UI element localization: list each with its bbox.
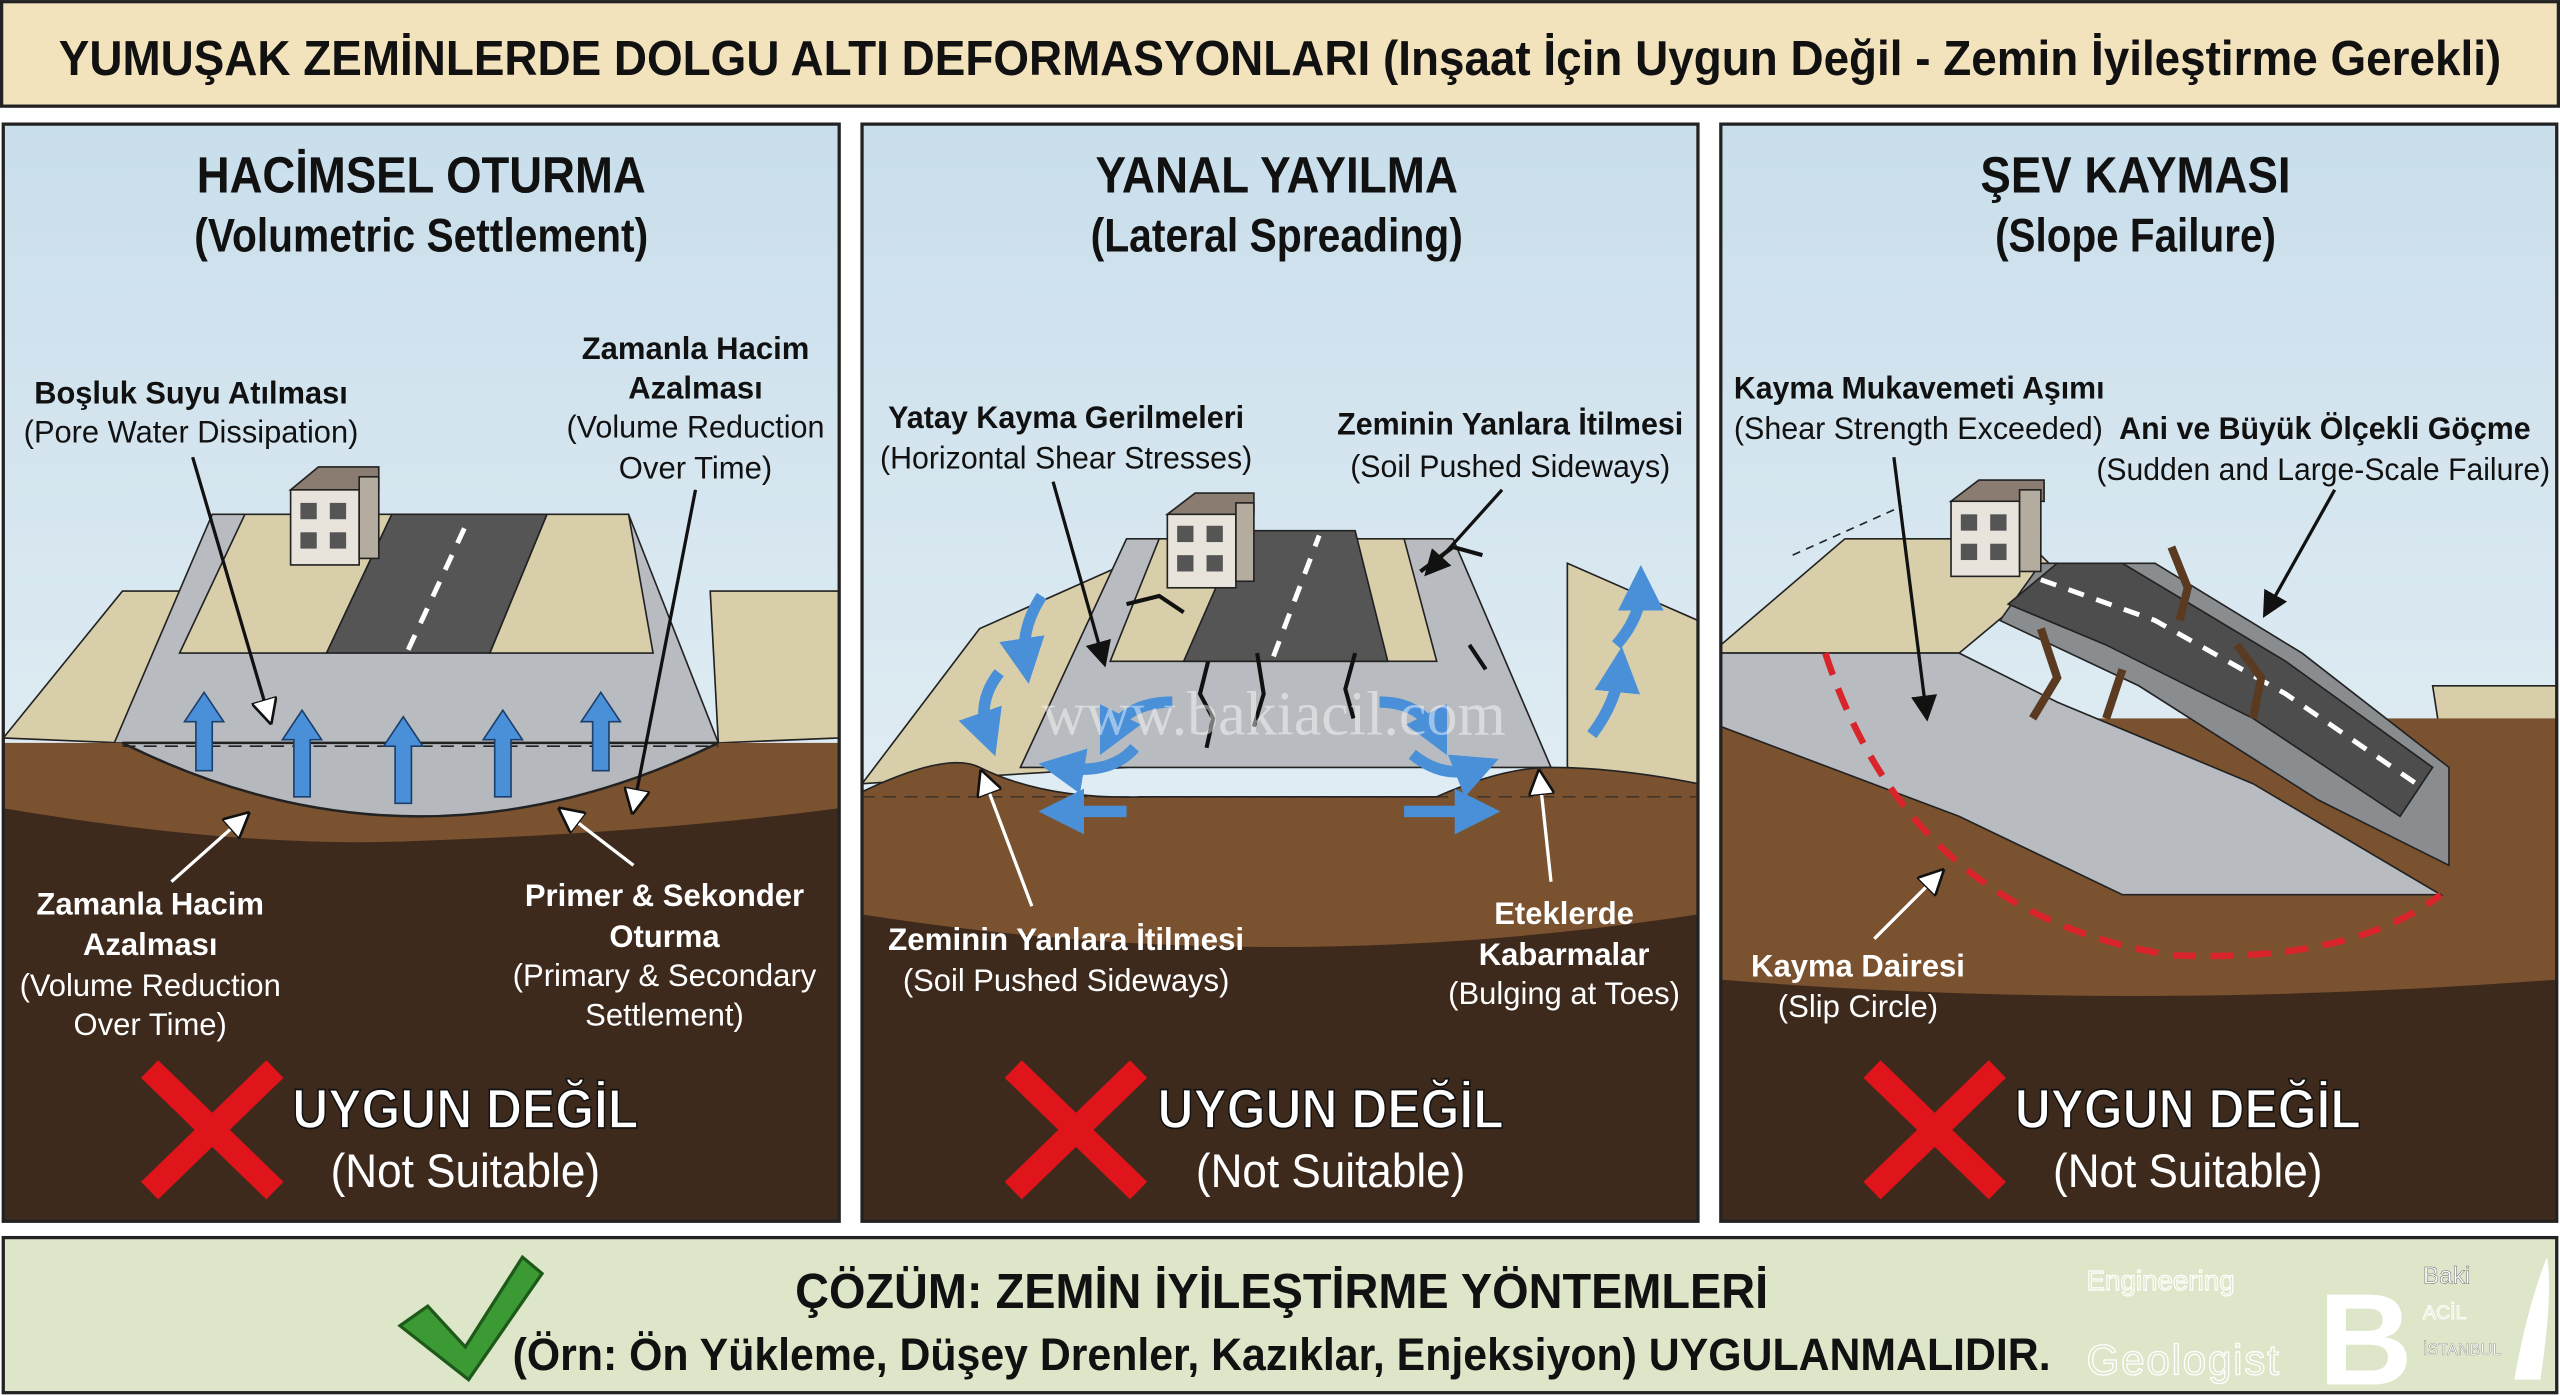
panel-subtitle: (Slope Failure) [1995,209,2276,262]
panel-volumetric-settlement: HACİMSEL OTURMA (Volumetric Settlement) … [1,122,841,1223]
logo-left-text: Engineering [2087,1265,2235,1296]
label-shear-tr: Yatay Kayma Gerilmeleri [888,400,1244,435]
upward-arrows [182,690,622,805]
page-title: YUMUŞAK ZEMİNLERDE DOLGU ALTI DEFORMASYO… [59,32,2501,86]
label-volume-top-tr2: Azalması [628,370,762,405]
solution-text: (Örn: Ön Yükleme, Düşey Drenler, Kazıkla… [513,1329,2051,1380]
label-pore-water-tr: Boşluk Suyu Atılması [34,375,347,410]
logo: Engineering Geologist B Baki ACİL İSTANB… [2086,1257,2550,1396]
panel-subtitle: (Lateral Spreading) [1091,209,1463,262]
road [2006,562,2434,818]
cross-icon [1863,1060,2006,1200]
verdict: UYGUN DEĞİL [2015,1078,2361,1140]
label-volume-top-tr1: Zamanla Hacim [582,331,810,366]
label-primary-en1: (Primary & Secondary [513,958,817,993]
label-push-top-tr: Zeminin Yanlara İtilmesi [1337,406,1683,441]
logo-city: İSTANBUL [2423,1340,2502,1359]
label-shear-en: (Horizontal Shear Stresses) [880,441,1252,476]
solution-title: ÇÖZÜM: ZEMİN İYİLEŞTİRME YÖNTEMLERİ [795,1265,1768,1319]
label-volume-bottom-tr2: Azalması [83,927,217,962]
panel-title: YANAL YAYILMA [1096,147,1458,204]
settlement-bowl [121,741,719,818]
label-strength-en: (Shear Strength Exceeded) [1734,411,2103,446]
panel-title: ŞEV KAYMASI [1980,147,2290,204]
logo-surname: ACİL [2423,1301,2467,1324]
house-icon [1948,479,2045,578]
logo-initial: B [2318,1267,2412,1396]
logo-name: Baki [2423,1262,2471,1289]
label-bulge-tr1: Eteklerde [1494,896,1634,931]
solution-band: ÇÖZÜM: ZEMİN İYİLEŞTİRME YÖNTEMLERİ (Örn… [1,1235,2559,1395]
verdict-en: (Not Suitable) [2053,1145,2322,1198]
label-volume-bottom-en1: (Volume Reduction [20,968,281,1003]
label-volume-top-en1: (Volume Reduction [567,410,825,445]
cracks [2029,545,2266,721]
verdict-en: (Not Suitable) [331,1145,600,1198]
label-bulge-en: (Bulging at Toes) [1448,976,1680,1011]
label-sudden-tr: Ani ve Büyük Ölçekli Göçme [2119,411,2530,446]
house-icon [288,466,380,566]
label-strength-tr: Kayma Mukavemeti Aşımı [1734,370,2105,405]
panel-subtitle: (Volumetric Settlement) [194,209,648,262]
verdict: UYGUN DEĞİL [292,1078,638,1140]
verdict-en: (Not Suitable) [1196,1145,1465,1198]
label-sudden-en: (Sudden and Large-Scale Failure) [2096,452,2550,487]
panel-slope-failure: ŞEV KAYMASI (Slope Failure) Kayma Mukave… [1719,122,2559,1223]
panel-lateral-spreading: www.bakiacil.com YANAL YAYILMA (Lateral … [860,122,1700,1223]
slip-circle [1822,652,2443,960]
check-mark-icon [397,1254,545,1382]
label-primary-en2: Settlement) [585,997,744,1032]
logo-bottom-text: Geologist [2087,1337,2281,1384]
curved-arrows [958,564,1664,835]
label-volume-top-en2: Over Time) [619,450,772,485]
house-icon [1164,492,1255,589]
label-push-bottom-en: (Soil Pushed Sideways) [903,963,1230,998]
label-slip-tr: Kayma Dairesi [1751,948,1965,983]
label-primary-tr1: Primer & Sekonder [525,878,804,913]
panel-title: HACİMSEL OTURMA [197,147,646,204]
label-slip-en: (Slip Circle) [1778,989,1938,1024]
label-volume-bottom-en2: Over Time) [74,1007,227,1042]
label-push-bottom-tr: Zeminin Yanlara İtilmesi [888,922,1244,957]
label-bulge-tr2: Kabarmalar [1479,937,1650,972]
label-push-top-en: (Soil Pushed Sideways) [1350,449,1670,484]
verdict: UYGUN DEĞİL [1158,1078,1504,1140]
label-pore-water-en: (Pore Water Dissipation) [24,414,359,449]
watermark: www.bakiacil.com [1041,681,1506,749]
cross-icon [1004,1060,1148,1200]
cross-icon [141,1060,284,1200]
header-band: YUMUŞAK ZEMİNLERDE DOLGU ALTI DEFORMASYO… [0,0,2560,108]
label-primary-tr2: Oturma [609,919,720,954]
label-volume-bottom-tr1: Zamanla Hacim [36,886,264,921]
